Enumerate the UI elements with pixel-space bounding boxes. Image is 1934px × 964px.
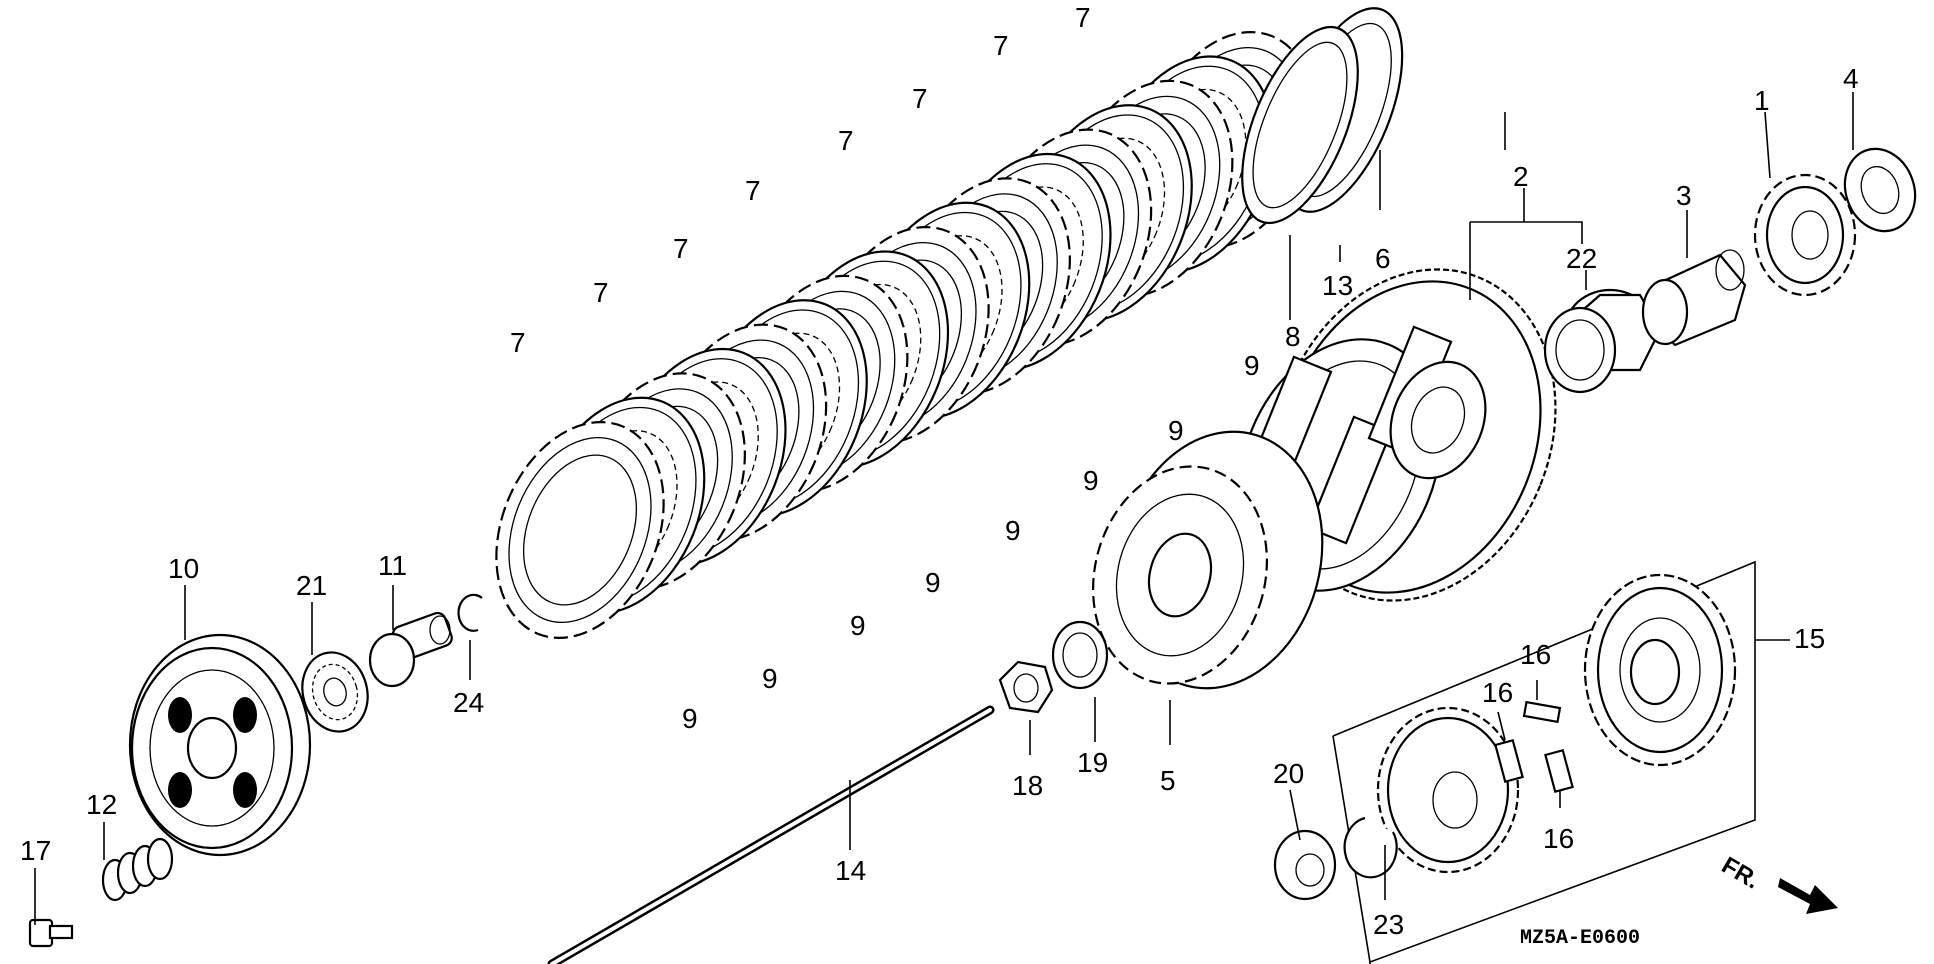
callout-7b: 7 (593, 277, 609, 308)
lock-nut (998, 660, 1054, 714)
callout-19: 19 (1077, 747, 1108, 778)
front-direction-arrow: FR. (1717, 852, 1838, 914)
leader-lines (34, 92, 1854, 925)
diagram-code: MZ5A-E0600 (1520, 927, 1640, 950)
friction-disc (495, 421, 665, 639)
thrust-washer (1843, 147, 1917, 233)
callout-7c: 7 (673, 233, 689, 264)
callout-5: 5 (1160, 765, 1176, 796)
callout-14: 14 (835, 855, 866, 886)
callout-8: 8 (1285, 321, 1301, 352)
callout-12: 12 (86, 789, 117, 820)
callout-4: 4 (1843, 63, 1859, 94)
lifter-bearing (301, 651, 369, 733)
callout-13: 13 (1322, 270, 1353, 301)
sub-plate (1376, 706, 1520, 874)
lifter-piece (368, 611, 453, 688)
callout-7d: 7 (745, 175, 761, 206)
callout-6: 6 (1375, 243, 1391, 274)
direction-label: FR. (1717, 852, 1764, 895)
callout-7e: 7 (838, 125, 854, 156)
callout-9b: 9 (1168, 415, 1184, 446)
callout-18: 18 (1012, 770, 1043, 801)
callout-9e: 9 (925, 567, 941, 598)
callout-16c: 16 (1543, 823, 1574, 854)
callout-23: 23 (1373, 909, 1404, 940)
callout-7f: 7 (912, 83, 928, 114)
lock-washer (1051, 620, 1109, 690)
callout-20: 20 (1273, 758, 1304, 789)
bolt (28, 918, 74, 948)
callout-16b: 16 (1482, 677, 1513, 708)
clutch-center (1092, 430, 1324, 690)
clutch-spring (101, 837, 174, 902)
callout-9f: 9 (850, 610, 866, 641)
callout-10: 10 (168, 553, 199, 584)
sub-washer (1273, 829, 1337, 901)
pressure-plate (128, 633, 312, 857)
callout-22: 22 (1566, 243, 1597, 274)
sub-springs (1494, 700, 1574, 794)
callout-9g: 9 (762, 663, 778, 694)
callout-15: 15 (1794, 623, 1825, 654)
callout-21: 21 (296, 570, 327, 601)
callout-7a: 7 (510, 327, 526, 358)
callout-2: 2 (1513, 161, 1529, 192)
sub-circlip (1343, 816, 1398, 879)
callout-3: 3 (1676, 180, 1692, 211)
callout-17: 17 (20, 835, 51, 866)
callout-24: 24 (453, 687, 484, 718)
needle-bearing (1543, 288, 1662, 394)
snap-ring (457, 593, 483, 632)
callout-9d: 9 (1005, 515, 1021, 546)
callout-16a: 16 (1520, 639, 1551, 670)
judder-spring-seat (1241, 7, 1404, 225)
callout-9c: 9 (1083, 465, 1099, 496)
callout-7h: 7 (1075, 2, 1091, 33)
disc-stack (495, 31, 1315, 639)
callout-7g: 7 (993, 30, 1009, 61)
part-callouts: 1 2 3 4 5 6 7 7 7 7 7 7 7 7 8 9 9 9 9 9 … (20, 2, 1859, 940)
callout-1: 1 (1754, 85, 1770, 116)
clutch-lifter-rod (547, 705, 995, 964)
oil-pump-drive-sprocket (1753, 173, 1857, 297)
callout-9h: 9 (682, 703, 698, 734)
callout-11: 11 (378, 550, 407, 581)
back-torque-gear (1583, 573, 1737, 767)
collar (1641, 249, 1747, 347)
clutch-outer (1238, 268, 1557, 602)
callout-9a: 9 (1244, 350, 1260, 381)
